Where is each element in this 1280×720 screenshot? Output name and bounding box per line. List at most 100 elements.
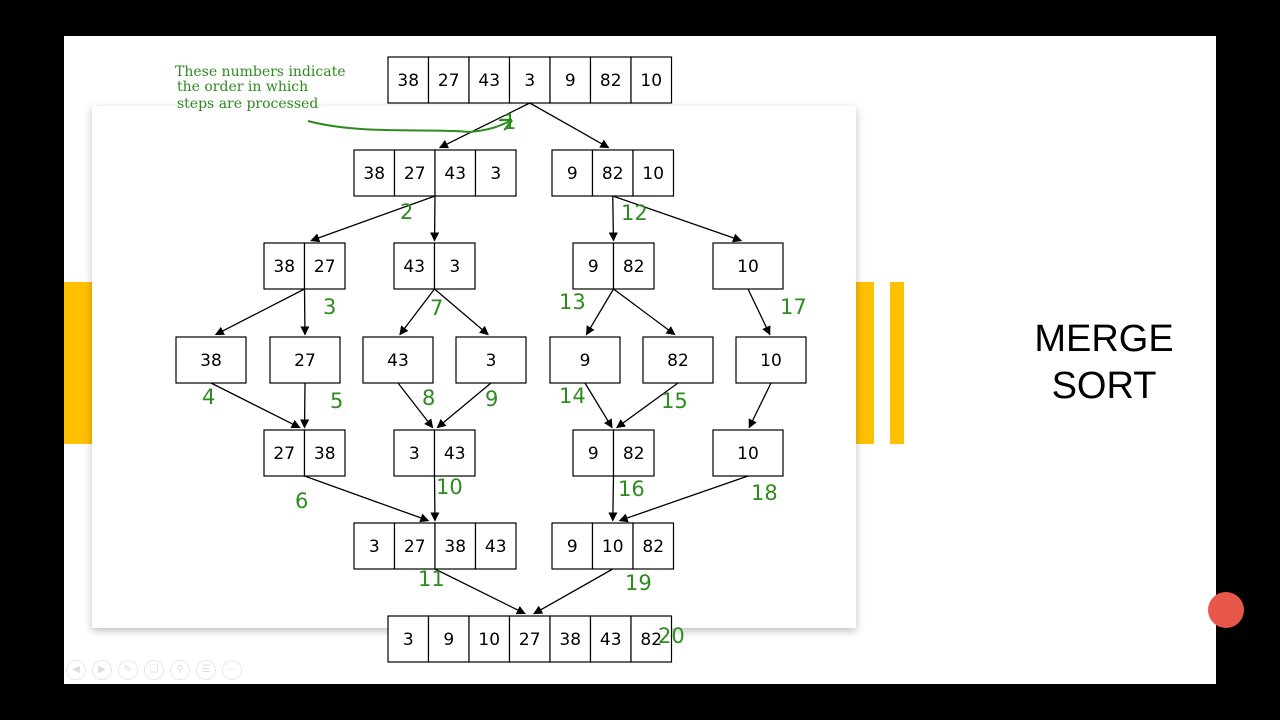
array-cell bbox=[735, 336, 807, 384]
array-cell bbox=[572, 429, 615, 477]
step-label: 6 bbox=[295, 489, 308, 513]
array-cell bbox=[474, 522, 517, 570]
array-node-n5: 27 bbox=[269, 336, 341, 384]
array-value: 3 bbox=[369, 537, 380, 557]
array-value: 82 bbox=[640, 630, 662, 650]
edge-arrow bbox=[397, 382, 434, 429]
array-cell bbox=[632, 149, 675, 197]
pen-icon[interactable]: ✎ bbox=[118, 660, 138, 680]
array-cell bbox=[712, 429, 784, 477]
array-cell bbox=[468, 56, 511, 104]
array-cell bbox=[712, 242, 784, 290]
next-icon[interactable]: ▶ bbox=[92, 660, 112, 680]
array-value: 43 bbox=[600, 630, 622, 650]
step-label: 18 bbox=[751, 481, 778, 505]
array-value: 43 bbox=[444, 164, 466, 184]
array-cell bbox=[433, 242, 476, 290]
array-node-n14: 9 bbox=[549, 336, 621, 384]
title-line-1: MERGE bbox=[1034, 318, 1174, 360]
array-value: 3 bbox=[490, 164, 501, 184]
array-value: 38 bbox=[314, 444, 336, 464]
floating-action-button[interactable] bbox=[1208, 592, 1244, 628]
edge-arrow bbox=[618, 475, 749, 523]
step-label: 17 bbox=[780, 295, 807, 319]
array-cell bbox=[551, 522, 594, 570]
array-cell bbox=[612, 242, 655, 290]
array-value: 3 bbox=[524, 71, 535, 91]
step-label: 7 bbox=[430, 296, 443, 320]
array-value: 9 bbox=[565, 71, 576, 91]
step-label: 14 bbox=[559, 384, 586, 408]
slide-title: MERGE SORT bbox=[984, 316, 1216, 410]
edge-arrow bbox=[399, 288, 436, 336]
array-node-n4: 38 bbox=[175, 336, 247, 384]
array-node-n15: 82 bbox=[642, 336, 714, 384]
annotation-note: These numbers indicate the order in whic… bbox=[175, 64, 510, 134]
array-cell bbox=[591, 149, 634, 197]
edge-arrow bbox=[608, 195, 618, 242]
menu-icon[interactable]: ☰ bbox=[196, 660, 216, 680]
array-value: 27 bbox=[314, 257, 336, 277]
annotation-line-1: These numbers indicate bbox=[175, 64, 345, 80]
array-cell bbox=[612, 429, 655, 477]
array-cell bbox=[353, 522, 396, 570]
array-node-n8: 43 bbox=[362, 336, 434, 384]
array-node-n6: 27 38 bbox=[263, 429, 346, 477]
array-cell bbox=[589, 56, 632, 104]
array-value: 82 bbox=[602, 164, 624, 184]
step-label: 3 bbox=[323, 295, 336, 319]
array-value: 3 bbox=[409, 444, 420, 464]
prev-icon[interactable]: ◀ bbox=[66, 660, 86, 680]
array-value: 38 bbox=[273, 257, 295, 277]
zoom-icon[interactable]: ⚲ bbox=[170, 660, 190, 680]
array-value: 10 bbox=[640, 71, 662, 91]
array-cell bbox=[433, 429, 476, 477]
edge-arrow bbox=[210, 382, 301, 429]
array-value: 38 bbox=[363, 164, 385, 184]
step-label: 15 bbox=[661, 389, 688, 413]
array-value: 27 bbox=[519, 630, 541, 650]
edge-arrow bbox=[584, 382, 613, 429]
array-value: 27 bbox=[273, 444, 295, 464]
annotation-arrow bbox=[307, 121, 510, 134]
array-cell bbox=[353, 149, 396, 197]
array-value: 43 bbox=[485, 537, 507, 557]
array-cell bbox=[387, 615, 430, 663]
array-value: 82 bbox=[667, 351, 689, 371]
step-label: 4 bbox=[202, 385, 215, 409]
array-value: 9 bbox=[567, 164, 578, 184]
edge-arrow bbox=[748, 382, 772, 429]
array-value: 38 bbox=[444, 537, 466, 557]
step-label: 16 bbox=[618, 477, 645, 501]
more-icon[interactable]: ⋯ bbox=[222, 660, 242, 680]
copy-icon[interactable]: ❏ bbox=[144, 660, 164, 680]
array-cell bbox=[474, 149, 517, 197]
array-cell bbox=[393, 242, 436, 290]
array-node-n17: 10 bbox=[712, 242, 784, 290]
array-value: 10 bbox=[737, 444, 759, 464]
array-cell bbox=[362, 336, 434, 384]
array-node-n10a: 10 bbox=[735, 336, 807, 384]
array-value: 82 bbox=[600, 71, 622, 91]
array-cell bbox=[263, 242, 306, 290]
array-value: 10 bbox=[478, 630, 500, 650]
edge-arrow bbox=[434, 288, 489, 336]
title-line-2: SORT bbox=[1051, 365, 1157, 407]
edge-arrow bbox=[529, 102, 610, 149]
edge-arrow bbox=[214, 288, 305, 336]
edge-arrow bbox=[438, 102, 531, 149]
array-cell bbox=[175, 336, 247, 384]
step-label: 9 bbox=[485, 387, 498, 411]
array-value: 3 bbox=[486, 351, 497, 371]
array-cell bbox=[549, 615, 592, 663]
array-cell bbox=[393, 429, 436, 477]
array-cell bbox=[630, 615, 673, 663]
array-value: 10 bbox=[737, 257, 759, 277]
accent-bar-right-2 bbox=[890, 282, 904, 444]
